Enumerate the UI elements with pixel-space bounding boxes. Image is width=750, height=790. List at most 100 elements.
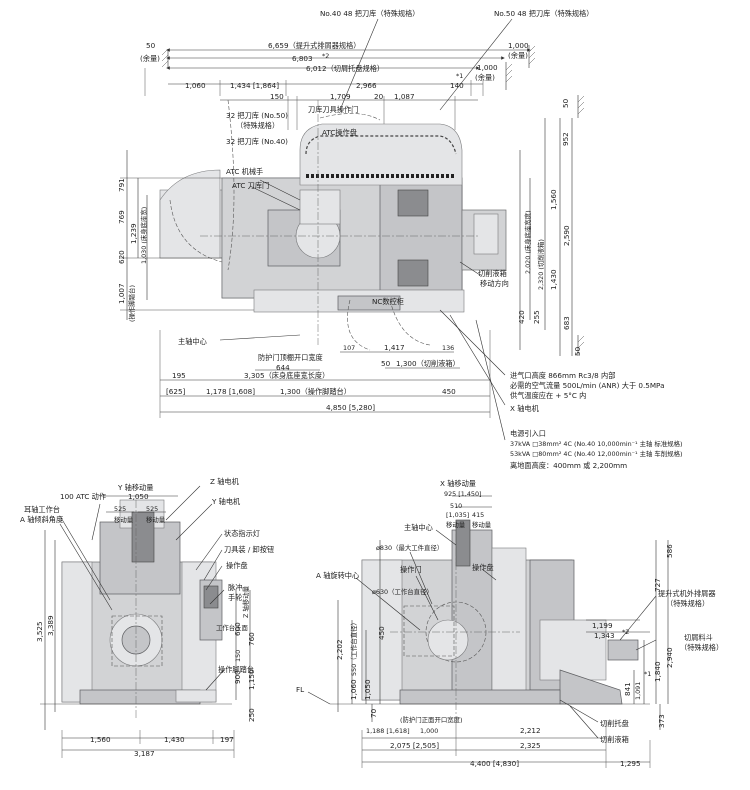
dim-644: 644 [276,363,290,372]
dim-525a: 525 [114,505,126,513]
lbl-atc-arm: ATC 机械手 [226,167,263,176]
dim-1434: 1,434 [1,864] [230,81,279,90]
lbl-fl: FL [296,685,304,694]
dim-683: 683 [562,316,571,330]
note-4: 电源引入口 [510,429,546,438]
dim-1030: 1,030 (床身底座宽) [139,207,148,264]
dim-769: 769 [117,210,126,224]
dim-4400: 4,400 [4,830] [470,759,519,768]
dim-140: 140 [450,81,464,90]
lbl-side-move-a: 移动量 [446,520,466,529]
lbl-x-travel: X 轴移动量 [440,479,476,488]
lbl-pulse: 脉冲 [228,583,242,592]
dim-727: 727 [653,578,662,592]
dim-1840: 1,840 [653,661,662,682]
dim-1295: 1,295 [620,759,641,768]
dim-2212: 2,212 [520,726,541,735]
lbl-mag32-no50: 32 把刀库 (No.50) [226,111,288,120]
dim-1050-side: 1,050 [363,679,372,700]
dim-900: 900 [233,670,242,684]
dim-70: 70 [369,708,378,718]
note-5: 37kVA □38mm² 4C (No.40 10,000min⁻¹ 主轴 标准… [510,439,682,448]
lbl-op-panel: 操作盘 [226,561,248,570]
lbl-y-travel: Y 轴移动量 [117,483,153,492]
dim-1000-right: 1,000 [508,41,529,50]
dim-1430: 1,430 [549,269,558,290]
side-view [307,495,669,768]
dim-1060-side: 1,060 [349,679,358,700]
note-2-text: 供气温度应在 + 5°C 内 [510,391,586,400]
left-wall-hatch [161,48,169,68]
lbl-status-light: 状态指示灯 [224,529,260,538]
lbl-special: （特殊规格） [236,121,279,130]
dim-586: 586 [665,544,674,558]
side-note-2: *2 [622,628,629,636]
lbl-atc-panel: ATC操作盘 [322,128,357,137]
lbl-coolant-move: 切削液箱 [478,269,507,278]
dim-2325: 2,325 [520,741,541,750]
dim-841: 841 [623,682,632,696]
front-view-text: Y 轴移动量 1,050 Z 轴电机 100 ATC 动作 Y 轴电机 耳轴工作… [20,477,274,758]
dim-50-bb: 50 [381,359,391,368]
lbl-atc-100: 100 ATC 动作 [60,492,106,501]
dim-1178: 1,178 [1,608] [206,387,255,396]
lbl-side-op-panel: 操作盘 [472,563,494,572]
dim-625: [625] [166,387,186,396]
lbl-tool-clamp: 刀具装 / 卸按钮 [224,545,274,554]
note-7: 离地面高度：400mm 或 2,200mm [510,461,627,470]
lbl-y-motor: Y 轴电机 [211,497,241,506]
dim-op-width: (操作脚踏台) [127,285,136,322]
lbl-mag48-no50: No.50 48 把刀库（特殊规格） [494,9,593,18]
dim-1050-front: 1,050 [128,492,149,501]
dim-1300-coolant: 1,300（切削液箱） [396,359,460,368]
dim-6659: 6,659（提升式排屑器规格） [268,41,360,50]
lbl-side-spindle: 主轴中心 [404,523,433,532]
dim-510: 510 [450,502,462,510]
dim-1343: 1,343 [594,631,615,640]
dim-1150: 1,150 [247,669,256,690]
dim-450: 450 [442,387,456,396]
dim-1188: 1,188 [1,618] [366,727,410,735]
dim-1091: 1,091 [634,682,642,700]
lbl-table-top: 工作台上面 [216,623,249,632]
lbl-z-travel: Z 轴移动量 [241,585,250,618]
lbl-special2: （特殊规格） [680,643,723,652]
dim-791: 791 [117,178,126,192]
dim-525b: 525 [146,505,158,513]
lbl-mag32-no40: 32 把刀库 (No.40) [226,137,288,146]
dim-2320: 2,320 (切削液箱) [536,239,545,290]
lbl-mag48-no40: No.40 48 把刀库（特殊规格） [320,9,419,18]
lbl-z-motor: Z 轴电机 [210,477,240,486]
top-view-text: No.40 48 把刀库（特殊规格） No.50 48 把刀库（特殊规格） 6,… [117,9,682,470]
dim-600: 600 [233,622,242,636]
dim-2940: 2,940 [665,647,674,668]
note-3: X 轴电机 [510,404,540,413]
top-view [120,18,585,441]
lbl-op-step: 操作脚踏台 [218,665,254,674]
dim-550: 550（工作台直径） [349,619,358,676]
lbl-pulse2: 手轮 [228,593,242,602]
dim-2590: 2,590 [562,225,571,246]
dim-150: 150 [270,92,284,101]
lbl-lift-conveyor: 提升式机外排屑器 [658,589,716,598]
lbl-a-center: A 轴旋转中心 [316,571,359,580]
lbl-chip-bucket: 切屑料斗 [684,633,713,642]
dim-620: 620 [117,250,126,264]
dim-1087: 1,087 [394,92,415,101]
lbl-guard-open: (防护门正面开口宽度) [400,715,463,724]
lbl-coolant-move2: 移动方向 [480,279,509,288]
lbl-work-dia: ø630（工作台直径） [372,587,433,596]
dim-197: 197 [220,735,234,744]
lbl-trunnion: 耳轴工作台 [24,505,60,514]
dim-3305: 3,305（床身底座宽长度） [244,371,329,380]
dim-373: 373 [657,714,666,728]
lbl-tool-door: 刀库刀具操作门 [308,105,358,114]
lbl-special1: （特殊规格） [666,599,709,608]
dim-415: 415 [472,511,484,519]
dim-6012: 6,012（切屑托盘规格） [306,64,384,73]
dim-1560: 1,560 [549,189,558,210]
dim-450-side: 450 [377,626,386,640]
margin-right2: (余量) [475,73,495,82]
side-note-1: *1 [644,670,651,678]
